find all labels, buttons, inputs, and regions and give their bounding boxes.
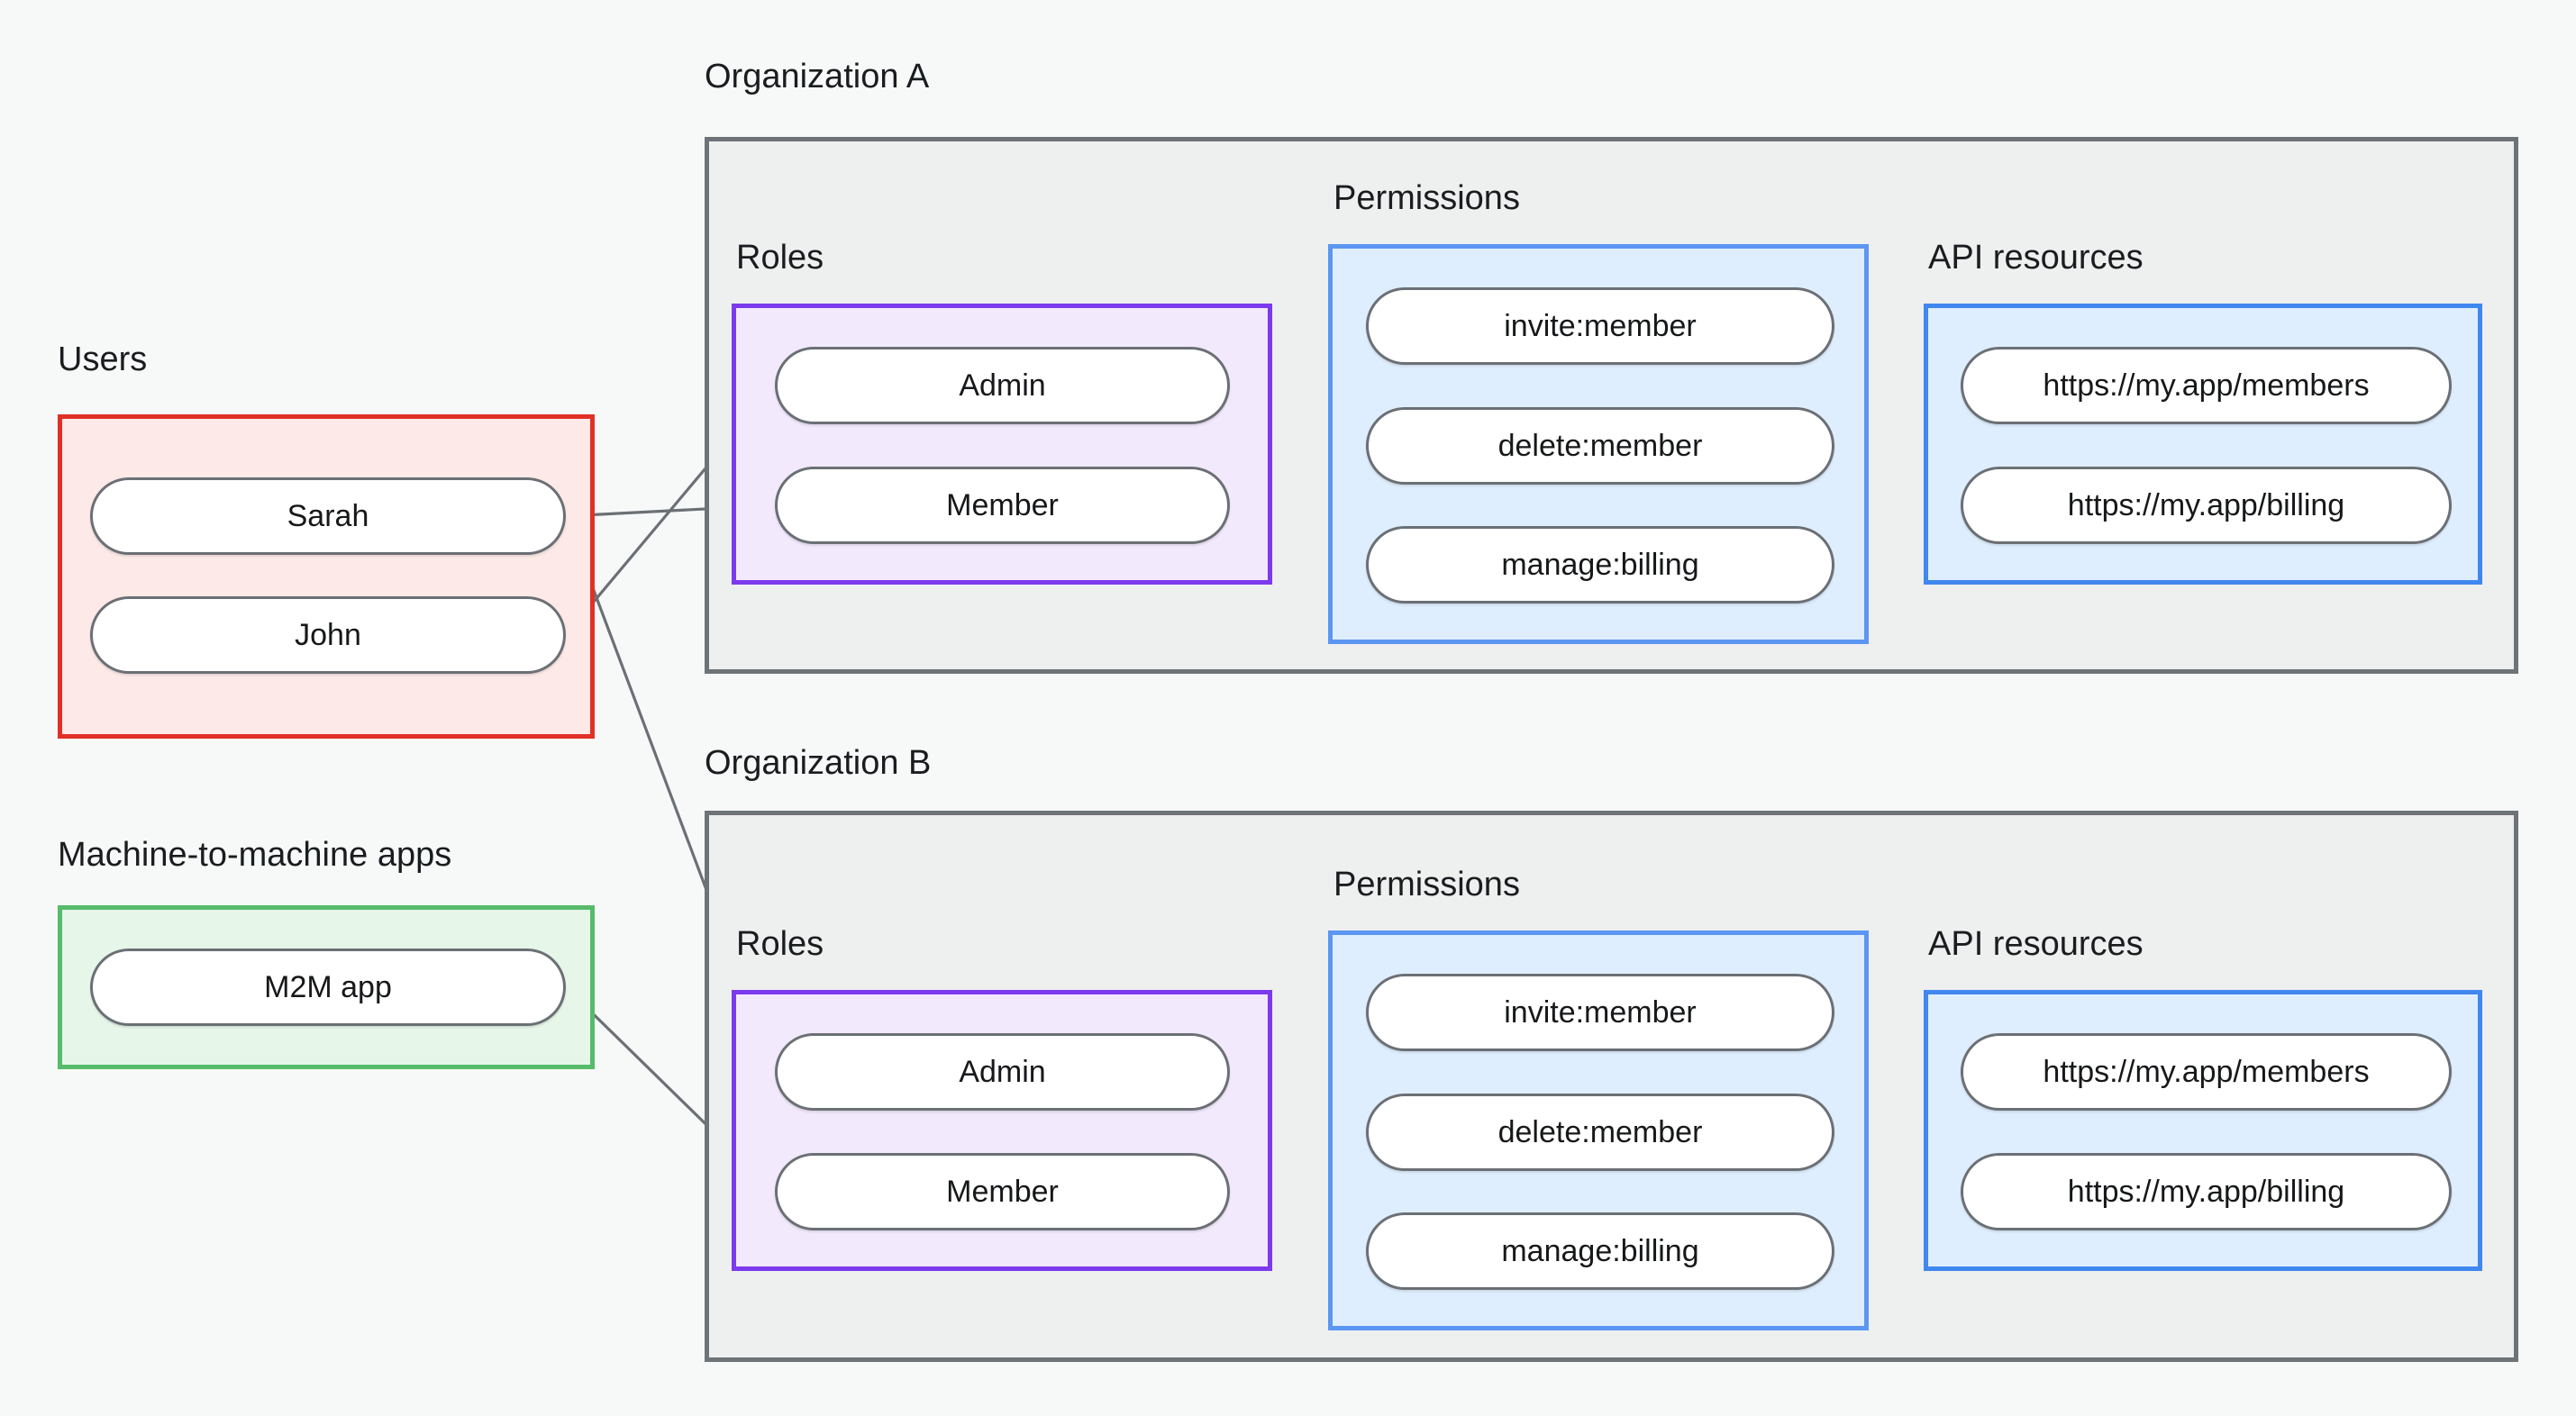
caption-machine-to-machine-apps: Machine-to-machine apps (58, 836, 452, 874)
permission-pill-delete-member-b[interactable]: delete:member (1366, 1094, 1834, 1171)
caption-organization-a: Organization A (705, 58, 930, 95)
permission-pill-manage-billing-a[interactable]: manage:billing (1366, 526, 1834, 604)
api-resource-pill-billing-a[interactable]: https://my.app/billing (1961, 467, 2452, 544)
role-pill-admin-b[interactable]: Admin (775, 1033, 1230, 1111)
user-pill-sarah[interactable]: Sarah (90, 477, 566, 555)
permission-pill-invite-member-b[interactable]: invite:member (1366, 974, 1834, 1051)
permission-pill-manage-billing-b[interactable]: manage:billing (1366, 1212, 1834, 1290)
caption-roles-a: Roles (736, 239, 824, 277)
user-pill-john[interactable]: John (90, 596, 566, 674)
caption-api-resources-b: API resources (1928, 925, 2144, 963)
role-pill-member-a[interactable]: Member (775, 467, 1230, 544)
caption-permissions-a: Permissions (1334, 179, 1520, 217)
permission-pill-delete-member-a[interactable]: delete:member (1366, 407, 1834, 485)
role-pill-admin-a[interactable]: Admin (775, 347, 1230, 424)
caption-api-resources-a: API resources (1928, 239, 2144, 277)
permission-pill-invite-member-a[interactable]: invite:member (1366, 287, 1834, 365)
api-resource-pill-members-b[interactable]: https://my.app/members (1961, 1033, 2452, 1111)
caption-roles-b: Roles (736, 925, 824, 963)
api-resource-pill-billing-b[interactable]: https://my.app/billing (1961, 1153, 2452, 1230)
caption-permissions-b: Permissions (1334, 866, 1520, 903)
role-pill-member-b[interactable]: Member (775, 1153, 1230, 1230)
api-resource-pill-members-a[interactable]: https://my.app/members (1961, 347, 2452, 424)
caption-organization-b: Organization B (705, 744, 932, 782)
caption-users: Users (58, 340, 148, 378)
m2m-app-pill[interactable]: M2M app (90, 949, 566, 1026)
users-group (58, 414, 595, 739)
